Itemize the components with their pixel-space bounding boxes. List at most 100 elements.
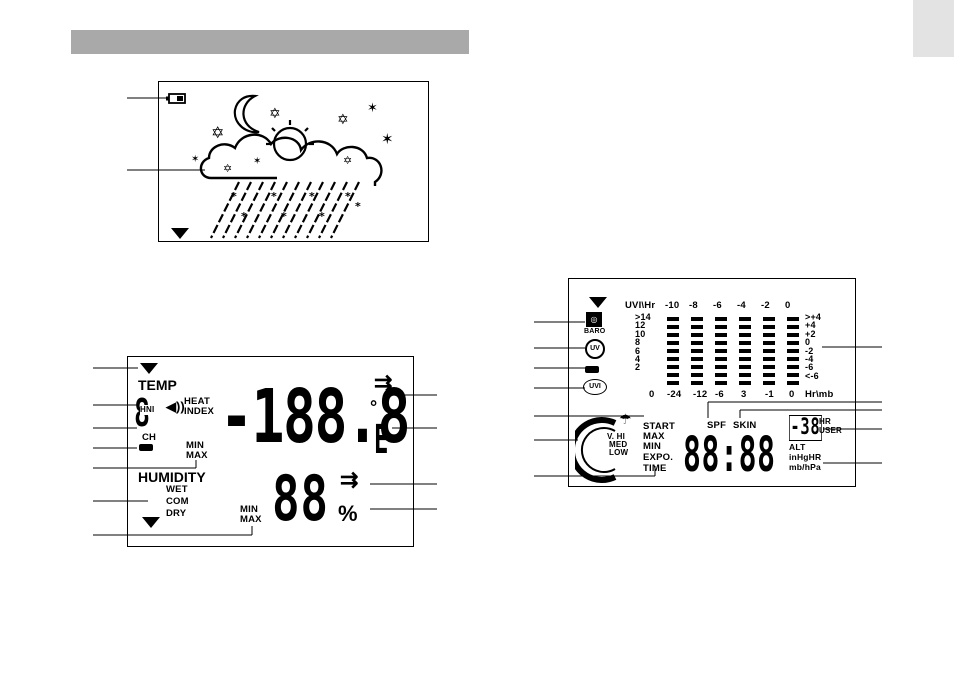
histogram-bar-segment [715,325,727,329]
med-label: MED [609,440,628,449]
time-label: TIME [643,463,667,474]
histogram-bar-segment [763,373,775,377]
main-digits: 88:88 [683,427,776,483]
low-label: LOW [609,448,629,457]
histogram-bar-segment [739,341,751,345]
histogram-bar-segment [667,357,679,361]
histogram-bar-segment [715,365,727,369]
hni-label: HNI [140,405,155,415]
hr-label: HR [819,417,831,426]
bottom-scale-label: -6 [715,389,724,400]
histogram-bar-segment [763,349,775,353]
bottom-scale-label: 0 [789,389,795,400]
histogram-bar-segment [691,341,703,345]
histogram-bar-segment [691,357,703,361]
histogram-bar-segment [739,373,751,377]
bottom-scale-label: -12 [693,389,708,400]
down-arrow-icon [140,363,158,374]
humidity-label: HUMIDITY [138,469,206,485]
histogram-bar-segment [691,325,703,329]
svg-text:✶: ✶ [381,130,394,148]
histogram-bar-segment [763,381,775,385]
unit-digit: E [374,417,390,463]
svg-text:✶: ✶ [253,156,261,167]
dry-label: DRY [166,508,187,519]
baro-scale-label: >+4 [805,312,822,322]
page-tab [913,0,954,57]
uvi-scale-label: 12 [635,320,646,331]
hour-label: -8 [689,300,698,311]
histogram-bar-segment [691,317,703,321]
battery-icon [166,93,186,104]
svg-text:*: * [309,190,315,203]
svg-text:✶: ✶ [367,101,378,116]
sound-waves-icon: ◀)) [166,399,185,414]
uv-sun-icon: UV [585,339,605,359]
hour-label: -2 [761,300,770,311]
uvi-scale-label: 4 [635,354,641,364]
uvi-icon: UVI [583,379,607,395]
baro-scale-label: -2 [805,345,814,356]
uv-label: UV [590,345,600,352]
battery-icon [585,366,599,373]
percent-symbol: % [338,501,358,526]
histogram-bar-segment [739,357,751,361]
histogram-bar-segment [763,317,775,321]
rain-icon [210,181,360,239]
histogram-bar-segment [667,365,679,369]
forecast-graphic: **** **** ✡ ✡ ✡ ✶ ✶ ✶ ✡ ✶ ✡ [166,93,394,239]
baro-icon: ◎ [586,312,602,327]
histogram-bar-segment [691,373,703,377]
bottom-scale-label: -1 [765,389,774,400]
svg-text:*: * [231,190,237,203]
histogram-bar-segment [787,373,799,377]
svg-text:✶: ✶ [191,154,199,165]
histogram-bar-segment [667,349,679,353]
sun-icon [266,120,314,162]
svg-text:*: * [281,210,287,223]
svg-text:✡: ✡ [223,162,232,175]
svg-text:*: * [271,190,277,203]
baro-scale-label: +2 [805,328,816,339]
hour-label: 0 [785,300,791,311]
exposure-gauge-icon [575,417,617,483]
uvi-hr-header: UVI\Hr [625,300,656,311]
histogram-bar-segment [715,341,727,345]
histogram-bar-segment [667,317,679,321]
histogram-bar-segment [667,341,679,345]
baro-scale-label: +4 [805,320,816,331]
histogram-bar-segment [763,365,775,369]
histogram-bar-segment [787,317,799,321]
degree-symbol: ° [370,397,378,417]
histogram-bar-segment [691,349,703,353]
histogram-bar-segment [787,381,799,385]
down-arrow-icon [171,228,189,239]
svg-text:✡: ✡ [269,106,281,122]
svg-text:✡: ✡ [211,123,224,142]
histogram-bar-segment [739,325,751,329]
baro-scale-label: -6 [805,362,814,373]
histogram-bar-segment [715,349,727,353]
histogram-bar-segment [787,365,799,369]
uvi-scale-label: 2 [635,362,641,373]
inhghr-label: inHgHR [789,452,822,462]
uvi-label: UVI [589,383,601,390]
snowflake-icon: **** **** [231,190,361,223]
uvi-scale-label: >14 [635,312,651,322]
expo-label: EXPO. [643,452,674,463]
moon-icon [233,94,260,134]
mbhpa-label: mb/hPa [789,462,821,472]
channel-label: CH [142,432,157,443]
skin-label: SKIN [733,420,757,431]
spf-label: SPF [707,420,727,431]
bottom-scale-label: -24 [667,389,682,400]
svg-text:✡: ✡ [337,112,349,128]
temp-max-label: MAX [186,450,208,461]
humidity-min-label: MIN [240,504,259,515]
svg-text:*: * [319,210,325,223]
histogram-bar-segment [739,349,751,353]
histogram-bar-segment [691,365,703,369]
down-arrow-icon [142,517,160,528]
trend-arrow-icon: ⇉ [340,467,359,492]
svg-text:*: * [355,200,361,213]
